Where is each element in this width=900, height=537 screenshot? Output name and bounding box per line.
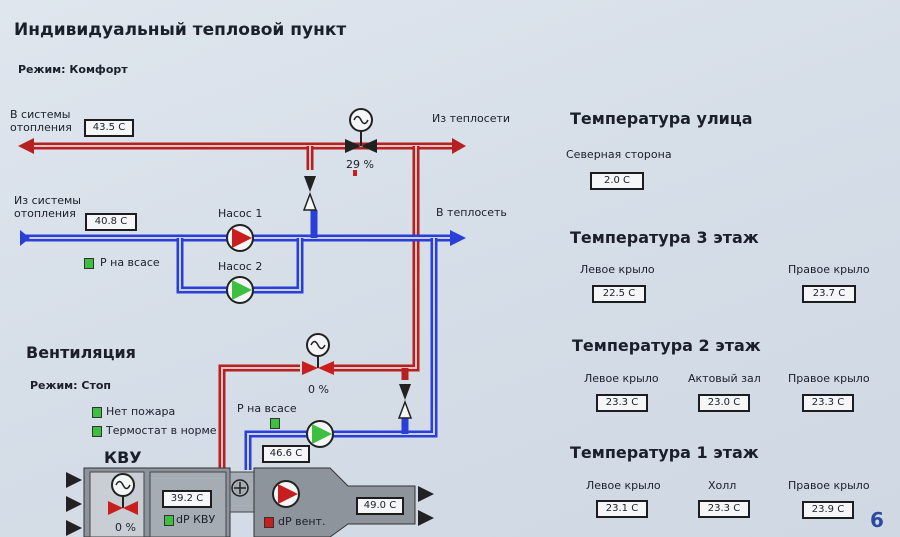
page-title: Индивидуальный тепловой пункт (14, 20, 347, 40)
supply-fan[interactable] (272, 480, 300, 508)
hot-supply-pipe (28, 142, 460, 470)
floor2-right-value: 23.3 C (802, 394, 854, 412)
street-north-label: Северная сторона (566, 148, 672, 161)
check-valve-vent (397, 384, 413, 419)
vent-valve-percent: 0 % (308, 383, 329, 396)
floor3-right-label: Правое крыло (788, 263, 870, 276)
pump-1-label: Насос 1 (218, 207, 263, 220)
vent-pump[interactable] (306, 420, 334, 448)
kvu-temp: 39.2 C (162, 490, 212, 508)
hot-outlet-arrow (18, 138, 34, 154)
heater-symbol (231, 479, 249, 497)
kvu-valve-percent: 0 % (115, 521, 136, 534)
dp-kvu-label: dP КВУ (176, 513, 216, 526)
floor1-left-value: 23.1 C (596, 500, 648, 518)
kvu-valve[interactable] (108, 473, 138, 515)
thermostat-indicator (92, 426, 102, 437)
floor1-left-label: Левое крыло (586, 479, 661, 492)
from-system-temp: 40.8 C (85, 213, 137, 231)
ventilation-mode: Режим: Стоп (30, 379, 112, 392)
suction-pressure-label: Р на всасе (100, 256, 160, 269)
ventilation-title: Вентиляция (26, 343, 136, 362)
pump-1[interactable] (226, 224, 254, 252)
floor2-left-value: 23.3 C (596, 394, 648, 412)
street-north-value: 2.0 C (590, 172, 644, 190)
floor2-mid-label: Актовый зал (688, 372, 761, 385)
cold-inlet-marker (20, 230, 30, 246)
pump-2[interactable] (226, 276, 254, 304)
floor1-right-value: 23.9 C (802, 501, 854, 519)
thermostat-label: Термостат в норме (106, 424, 217, 437)
floor2-title: Температура 2 этаж (572, 336, 761, 355)
floor1-right-label: Правое крыло (788, 479, 870, 492)
page-number: 6 (870, 508, 884, 532)
mode-label: Режим: Комфорт (18, 63, 128, 76)
floor1-title: Температура 1 этаж (570, 443, 759, 462)
vent-suction-label: Р на всасе (237, 402, 297, 415)
floor3-right-value: 23.7 C (802, 285, 856, 303)
to-network-label: В теплосеть (436, 206, 507, 219)
vent-pump-temp: 46.6 C (262, 445, 310, 463)
to-system-label: В системы отопления (10, 108, 72, 134)
check-valve-heating (302, 176, 318, 211)
floor2-mid-value: 23.0 C (698, 394, 750, 412)
no-fire-label: Нет пожара (106, 405, 176, 418)
supply-temp: 49.0 C (356, 497, 404, 515)
suction-pressure-indicator (84, 258, 94, 269)
air-outlet-arrow-2 (418, 510, 434, 526)
floor2-left-label: Левое крыло (584, 372, 659, 385)
heating-valve-percent: 29 % (346, 158, 374, 171)
from-network-label: Из теплосети (432, 112, 511, 125)
floor1-mid-value: 23.3 C (698, 500, 750, 518)
street-temp-title: Температура улица (570, 109, 753, 128)
from-system-label: Из системы отопления (14, 194, 81, 220)
vent-valve[interactable] (302, 333, 334, 375)
kvu-title: КВУ (104, 448, 142, 467)
air-inlet-arrow-2 (66, 496, 82, 512)
hot-inlet-arrow (452, 138, 466, 154)
to-system-temp: 43.5 C (84, 119, 134, 137)
floor3-left-label: Левое крыло (580, 263, 655, 276)
dp-vent-indicator (264, 517, 274, 528)
air-inlet-arrow-3 (66, 520, 82, 536)
air-inlet-arrow-1 (66, 472, 82, 488)
pump-2-label: Насос 2 (218, 260, 263, 273)
dp-kvu-indicator (164, 515, 174, 526)
floor3-title: Температура 3 этаж (570, 228, 759, 247)
no-fire-indicator (92, 407, 102, 418)
vent-suction-indicator (270, 418, 280, 429)
floor3-left-value: 22.5 C (592, 285, 646, 303)
dp-vent-label: dP вент. (278, 515, 326, 528)
air-outlet-arrow-1 (418, 486, 434, 502)
heating-valve[interactable] (345, 108, 377, 176)
floor1-mid-label: Холл (708, 479, 737, 492)
cold-outlet-arrow (450, 230, 466, 246)
floor2-right-label: Правое крыло (788, 372, 870, 385)
